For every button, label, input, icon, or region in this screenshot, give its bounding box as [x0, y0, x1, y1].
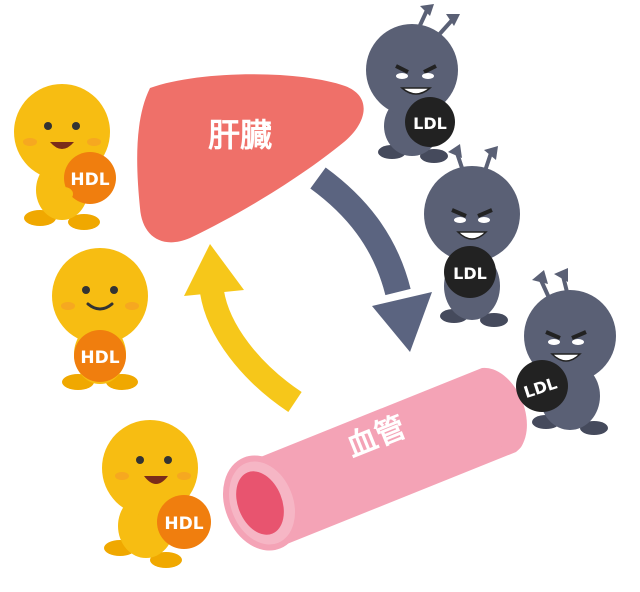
hdl-character: HDL	[14, 84, 116, 230]
liver: 肝臓	[137, 74, 364, 243]
blood-vessel: 血管	[223, 367, 527, 551]
hdl-ball-label: HDL	[70, 170, 109, 190]
arrow-vessel-to-liver	[184, 244, 302, 412]
ldl-ball	[405, 97, 455, 147]
hdl-ball	[64, 152, 116, 204]
arrow-liver-to-vessel	[310, 167, 432, 352]
hdl-character: HDL	[52, 248, 148, 390]
ldl-character: LDL	[366, 4, 460, 163]
ldl-ball-label: LDL	[453, 264, 487, 283]
ldl-ball	[516, 360, 568, 412]
ldl-ball-label: LDL	[413, 114, 447, 133]
hdl-ball	[74, 330, 126, 382]
hdl-ball-label: HDL	[80, 348, 119, 368]
ldl-ball	[444, 246, 496, 298]
ldl-character: LDL	[516, 268, 616, 435]
ldl-character: LDL	[424, 144, 520, 327]
liver-label: 肝臓	[208, 116, 272, 154]
hdl-ball	[157, 495, 211, 549]
hdl-ball-label: HDL	[164, 514, 203, 534]
hdl-character: HDL	[102, 420, 211, 568]
